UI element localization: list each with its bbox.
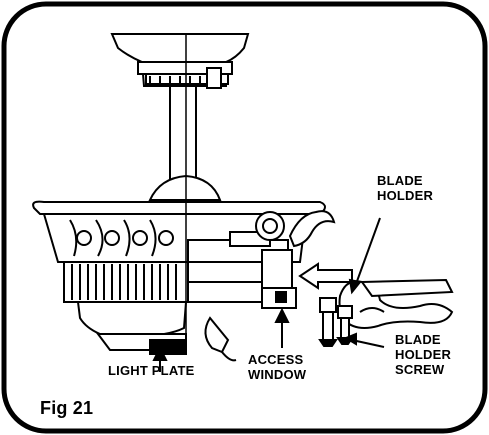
blade-holder-screws xyxy=(318,297,354,347)
ornament-arm xyxy=(288,210,336,248)
label-line: BLADE xyxy=(395,332,441,347)
motor-dome xyxy=(148,174,222,201)
direction-arrow xyxy=(298,262,353,290)
ribbed-band xyxy=(63,261,189,303)
label-line: HOLDER xyxy=(377,188,434,203)
blade-holder xyxy=(338,278,454,329)
label-line: HOLDER xyxy=(395,347,452,362)
label-blade-holder: BLADE HOLDER xyxy=(377,173,433,203)
leaf-band xyxy=(32,200,326,215)
figure-caption: Fig 21 xyxy=(40,398,94,418)
label-line: WINDOW xyxy=(248,367,307,382)
label-light-plate: LIGHT PLATE xyxy=(108,363,195,378)
light-plate xyxy=(149,339,187,355)
leader-lines xyxy=(152,217,385,372)
fan-body xyxy=(32,33,336,362)
label-line: SCREW xyxy=(395,362,445,377)
wire-connector xyxy=(204,316,230,354)
label-line: BLADE xyxy=(377,173,423,188)
downrod xyxy=(169,85,197,183)
label-line: ACCESS xyxy=(248,352,304,367)
lower-bowl xyxy=(76,301,188,337)
label-blade-holder-screw: BLADE HOLDER SCREW xyxy=(395,332,451,377)
label-access-window: ACCESS WINDOW xyxy=(248,352,306,382)
